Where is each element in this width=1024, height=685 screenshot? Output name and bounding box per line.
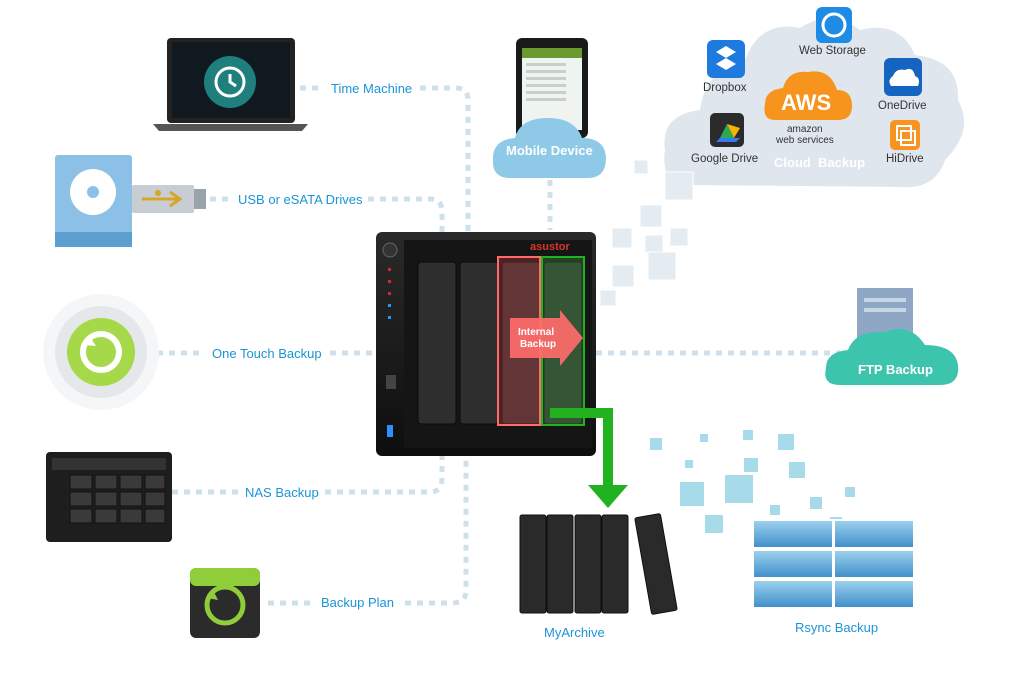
dropbox-icon [707,40,745,78]
aws-line2-text: web services [776,135,834,146]
myarchive-arrow [550,408,628,508]
backup-plan-icon [190,568,260,638]
nas-brand-text: asustor [530,241,570,253]
laptop-icon [153,38,308,131]
time-machine-label: Time Machine [331,81,413,96]
main-nas-icon [376,232,596,456]
hidrive-icon [890,120,920,150]
google-drive-label: Google Drive [691,153,759,165]
connection-lines [157,85,840,606]
onedrive-icon [884,58,922,96]
rsync-backup-label: Rsync Backup [795,620,879,635]
myarchive-icon [519,513,678,615]
google-drive-icon [710,113,744,147]
rsync-server-icon [752,519,915,609]
aws-line1-text: amazon [787,124,823,135]
usb-drive-icon [55,155,206,247]
floating-cubes [599,159,694,307]
mobile-device-label: Mobile Device [506,143,593,158]
rsync-squares [650,430,855,533]
backup-plan-label: Backup Plan [321,595,394,610]
one-touch-icon [43,294,159,410]
mobile-device-icon [492,38,606,178]
aws-logo-text: AWS [781,90,832,115]
nas-backup-device-icon [46,452,172,542]
dropbox-label: Dropbox [703,82,747,94]
internal-backup-line2: Backup [520,339,557,350]
ftp-backup-label: FTP Backup [858,362,933,377]
usb-esata-label: USB or eSATA Drives [238,192,363,207]
one-touch-label: One Touch Backup [212,346,322,361]
ftp-server-icon [825,288,959,385]
web-storage-icon [816,7,852,43]
hidrive-label: HiDrive [886,153,924,165]
aws-icon [764,71,852,120]
onedrive-label: OneDrive [878,100,927,112]
cloud-backup-label: Cloud Backup [774,155,866,170]
nas-backup-label: NAS Backup [245,485,319,500]
internal-backup-line1: Internal [518,327,555,338]
web-storage-label: Web Storage [799,45,866,57]
myarchive-label: MyArchive [544,625,605,640]
